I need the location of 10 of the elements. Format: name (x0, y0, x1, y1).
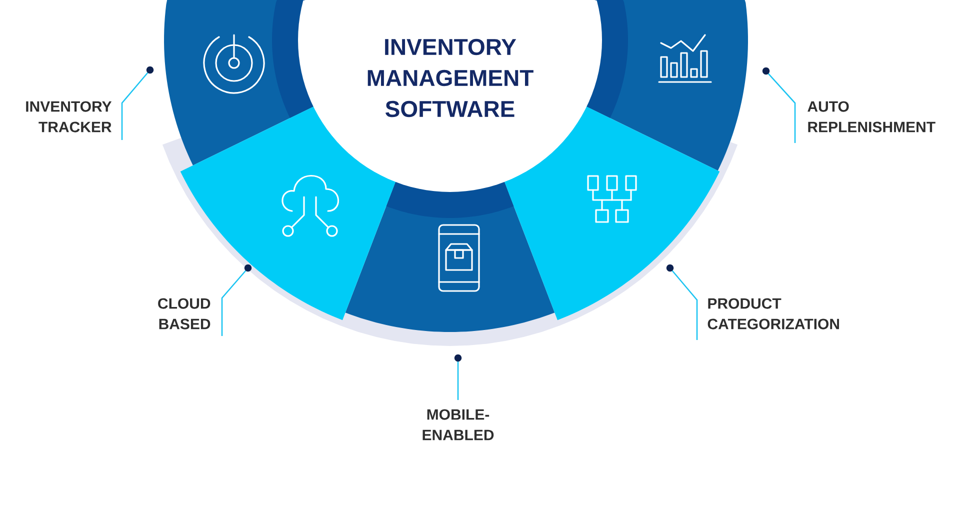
feature-label: AUTO REPLENISHMENT (808, 101, 936, 132)
feature-label: CLOUD BASED (158, 298, 210, 330)
leader-line (454, 354, 462, 400)
leader-line (221, 264, 252, 336)
feature-label: MOBILE-ENABLED (422, 409, 494, 440)
feature-label: PRODUCT CATEGORIZATION (708, 298, 839, 330)
leader-line (666, 264, 698, 340)
feature-label: INVENTORY TRACKER (26, 101, 112, 132)
leader-line (762, 67, 796, 143)
leader-line (121, 66, 154, 140)
